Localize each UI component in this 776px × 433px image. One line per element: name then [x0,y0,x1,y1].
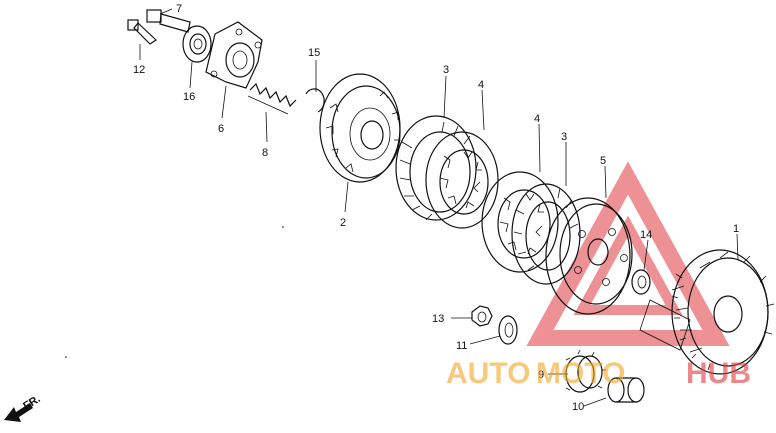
watermark-moto: MOTO [536,357,625,390]
circlip-15 [305,88,325,113]
watermark-hub: HUB [686,357,751,390]
callout-8: 8 [262,147,268,159]
callout-3a: 3 [443,64,449,76]
callout-5: 5 [600,155,606,167]
callout-4b: 4 [534,113,540,125]
callout-9: 9 [538,369,544,381]
spring-8 [247,82,297,115]
callout-14: 14 [640,229,652,241]
scan-dot [282,226,284,228]
nut-13 [471,305,493,327]
callout-6: 6 [218,123,224,135]
callout-12: 12 [133,64,145,76]
leader-lines [139,8,739,407]
bearing-16 [182,25,212,63]
callout-16: 16 [183,91,195,103]
callout-10: 10 [572,401,584,413]
friction-disc-3a [395,115,477,221]
watermark-auto: AUTO [446,357,530,390]
drive-plate-2 [319,73,401,183]
clutch-outer-1 [639,249,775,375]
callout-15: 15 [308,47,320,59]
watermark-text: AUTO MOTO HUB [446,357,751,390]
watermark-logo [526,161,730,346]
bushing-10 [607,377,645,403]
callout-13: 13 [432,313,444,325]
callout-11: 11 [456,340,467,352]
washer-14 [631,269,651,295]
callout-2: 2 [340,217,346,229]
callout-1: 1 [733,223,739,235]
bolt-7 [146,9,191,33]
clutch-plate-4a [425,131,499,229]
front-direction-arrow: FR. [4,393,43,422]
clutch-plate-4b [481,171,559,273]
pressure-plate-5 [545,197,633,315]
callout-4a: 4 [478,79,484,91]
bolt-12 [127,19,157,45]
friction-disc-3b [511,183,581,285]
holder-6 [205,21,263,89]
scan-dot [65,356,67,358]
callout-3b: 3 [561,131,567,143]
washer-11 [498,315,518,345]
callout-7: 7 [176,3,182,15]
